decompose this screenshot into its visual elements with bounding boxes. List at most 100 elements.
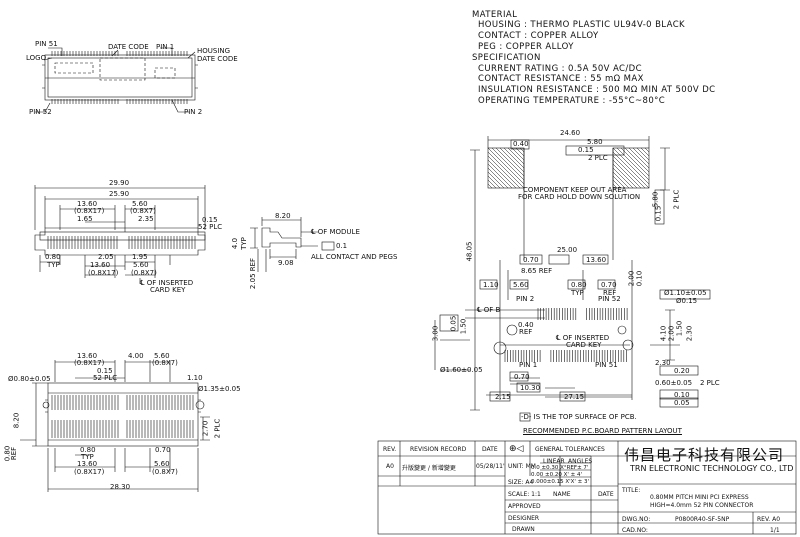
- keepout-hatch-line: [487, 163, 513, 189]
- pcb-d27: 4.10: [659, 325, 668, 342]
- pcb-d23: 2.15: [495, 393, 511, 401]
- pcb-d17: 0.40: [518, 321, 534, 329]
- pcb-title: RECOMMENDED P.C.BOARD PATTERN LAYOUT: [523, 427, 682, 435]
- front-d3: 13.60: [77, 200, 98, 208]
- side-d4: 2.05 REF: [249, 257, 258, 290]
- front-d7: 0.15: [202, 216, 218, 224]
- keepout-hatch-line: [503, 147, 525, 169]
- spec-insulation: INSULATION RESISTANCE : 500 MΩ MIN AT 50…: [478, 85, 716, 95]
- tb-rev: REV.: [383, 446, 397, 453]
- tb-approved: APPROVED: [508, 503, 541, 510]
- pcb-d18: 3.00: [431, 325, 440, 342]
- pcb-d26b: 2 PLC: [700, 379, 720, 387]
- keepout-hatch-line: [487, 175, 501, 189]
- bottom-view-outline: [20, 360, 210, 492]
- front-d8b: TYP: [47, 261, 60, 269]
- keepout-hatch-line: [632, 147, 650, 165]
- pcb-d25: 2.30: [655, 359, 671, 367]
- spec-temperature: OPERATING TEMPERATURE : -55°C~80°C: [478, 96, 666, 106]
- front-d12: 5.60: [133, 261, 149, 269]
- tb-rev-a0: A0: [386, 463, 394, 470]
- pcb-pads: [504, 308, 628, 362]
- pcb-d16: Ø1.10±0.05: [664, 289, 707, 297]
- keepout-hatch-line: [616, 147, 650, 181]
- tb-name: NAME: [553, 491, 571, 498]
- bottom-d3: 5.60: [154, 352, 170, 360]
- front-d11b: (0.8X17): [88, 269, 119, 277]
- bottom-d14: 28.30: [110, 483, 131, 491]
- pcb-tol4: 0.05: [449, 315, 458, 332]
- front-view-outline: [34, 185, 206, 284]
- top-view-leaders: [35, 47, 196, 113]
- front-d7b: 52 PLC: [198, 223, 223, 231]
- bottom-d10: 0.80: [80, 446, 96, 454]
- keepout-hatch-line: [487, 167, 509, 189]
- keepout-hatch-line: [612, 163, 638, 189]
- pcb-d13b: REF: [603, 289, 617, 297]
- bottom-d11: 0.70: [155, 446, 171, 454]
- tb-title2: HIGH=4.0mm 52 PIN CONNECTOR: [650, 502, 754, 509]
- material-peg: PEG : COPPER ALLOY: [478, 42, 574, 52]
- pcb-tol7: 0.05: [674, 399, 690, 407]
- pcb-d14: 2.00: [627, 270, 636, 287]
- spec-current: CURRENT RATING : 0.5A 50V AC/DC: [478, 64, 642, 74]
- bottom-d12b: (0.8X17): [74, 468, 105, 476]
- top-pin1: PIN 1: [156, 43, 175, 51]
- keepout-hatch-line: [612, 155, 646, 189]
- bottom-d3b: (0.8X7): [152, 359, 178, 367]
- top-date-code: DATE CODE: [108, 43, 149, 51]
- bottom-d5: 1.10: [187, 374, 203, 382]
- pcb-d15: 0.10: [635, 270, 644, 287]
- pcb-d17b: REF: [519, 328, 533, 336]
- tb-size: SIZE: A4: [508, 479, 534, 486]
- bottom-view-contacts: [51, 395, 194, 438]
- front-d4: 5.60: [132, 200, 148, 208]
- pcb-d12: 0.80: [571, 281, 587, 289]
- keepout-hatch-line: [612, 171, 630, 189]
- tb-tol-r3: 0.000±0.15 X'X' ± 3': [531, 479, 590, 485]
- pcb-d3: 0.40: [513, 140, 529, 148]
- bottom-d8: 8.20: [12, 412, 21, 429]
- keepout-hatch-line: [495, 147, 525, 177]
- bottom-d12: 13.60: [77, 460, 98, 468]
- material-housing: HOUSING : THERMO PLASTIC UL94V-0 BLACK: [478, 20, 686, 30]
- keepout-hatch-line: [612, 183, 618, 189]
- keepout-hatch-line: [487, 183, 493, 189]
- keepout-hatch-line: [499, 147, 525, 173]
- tb-date: DATE: [482, 446, 498, 453]
- keepout-hatch-line: [612, 151, 650, 189]
- pcb-keepout-hatch: [487, 147, 650, 189]
- front-d12b: (0.8X7): [131, 269, 157, 277]
- keepout-hatch-line: [487, 151, 525, 189]
- pcb-pin52: PIN 52: [598, 295, 621, 303]
- keepout-hatch-line: [487, 159, 517, 189]
- top-logo: LOGO: [26, 54, 47, 62]
- side-d3: 9.08: [278, 259, 294, 267]
- pcb-d13: 0.70: [601, 281, 617, 289]
- tb-tol-r1: 0.0 ±0.30 X°REF± 7': [531, 465, 589, 471]
- title-block-grid: [377, 440, 797, 535]
- front-d8: 0.80: [45, 253, 61, 261]
- pcb-note2: FOR CARD HOLD DOWN SOLUTION: [518, 193, 641, 201]
- pcb-d6: 25.00: [557, 246, 578, 254]
- front-d4b: (0.8X7): [130, 207, 156, 215]
- tb-title-label: TITLE:: [622, 487, 641, 494]
- side-d2b: TYP: [239, 237, 248, 250]
- keepout-hatch-line: [624, 147, 650, 173]
- keepout-hatch-line: [515, 147, 525, 157]
- pcb-d2b: 2 PLC: [588, 154, 608, 162]
- keepout-hatch-line: [487, 179, 497, 189]
- pcb-surface: -D- IS THE TOP SURFACE OF PCB.: [521, 413, 637, 421]
- pcb-cofb: ℄ OF B: [477, 306, 501, 314]
- pcb-tol2: 0.15: [654, 205, 663, 222]
- top-view-outline: [42, 54, 198, 101]
- pcb-d2: 5.80: [587, 138, 603, 146]
- top-pin2: PIN 2: [184, 108, 203, 116]
- tb-designer: DESIGNER: [508, 515, 540, 522]
- tb-general-tol: GENERAL TOLERANCES: [535, 446, 605, 453]
- keepout-hatch-line: [628, 147, 650, 169]
- bottom-d4: 0.15: [97, 367, 113, 375]
- keepout-hatch-line: [640, 147, 650, 157]
- pcb-datum-boxes: [439, 139, 711, 422]
- bottom-d9b: 2 PLC: [213, 418, 222, 439]
